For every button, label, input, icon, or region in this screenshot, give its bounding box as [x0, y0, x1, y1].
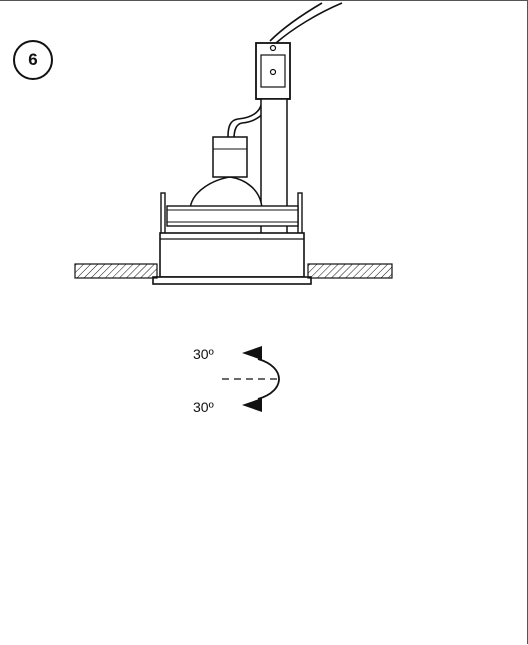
housing-body — [159, 232, 305, 278]
lamp-bulb — [189, 136, 263, 212]
trim-flange — [152, 276, 312, 285]
terminal-block — [255, 42, 291, 100]
supply-cables — [269, 2, 343, 44]
lower-angle-label: 30º — [193, 399, 214, 415]
step-number: 6 — [28, 50, 38, 69]
lamp-ring — [166, 205, 299, 227]
ceiling-section — [74, 263, 393, 279]
upper-angle-label: 30º — [193, 346, 214, 362]
rotation-indicator — [222, 358, 280, 400]
rotation-arrow-down-icon — [242, 398, 262, 412]
rotation-arrow-up-icon — [242, 346, 262, 360]
step-number-badge: 6 — [13, 40, 53, 80]
